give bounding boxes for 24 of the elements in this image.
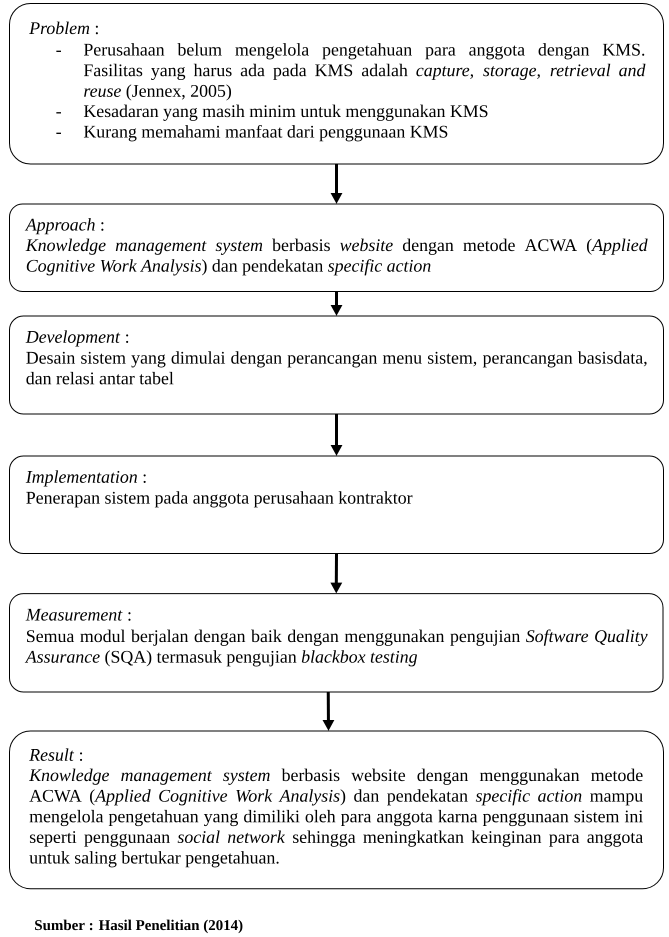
list-item: Perusahaan belum mengelola pengetahuan para anggota dengan KMS. Fasilitas yang harus ada pada KMS adalah capture, storage, retrieval and reuse (Jennex, 2005) [84,43,646,101]
step-description: Knowledge management system berbasis website dengan menggunakan metode ACWA (Applied Cognitive Work Analysis) dan pendekatan specific action mampu mengelola pengetahuan yang dimiliki oleh para anggota karna penggunaan sistem ini seperti penggunaan social network sehingga meningkatkan keinginan para anggota untuk saling bertukar pengetahuan. [29,768,643,868]
step-description: Penerapan sistem pada anggota perusahaan kontraktor [26,491,412,508]
step-heading: Development : [26,330,128,346]
step-box [9,456,664,554]
list-item: Kesadaran yang masih minim untuk menggunakan KMS [84,104,488,121]
step-description: Semua modul berjalan dengan baik dengan menggunakan pengujian Software Quality Assurance (SQA) termasuk pengujian blackbox testing [24,629,648,666]
step-box [9,3,664,164]
list-item: Kurang memahami manfaat dari penggunaan KMS [84,124,448,142]
list-dash: - [56,50,61,52]
step-box [9,593,664,692]
step-box [9,730,664,890]
step-description: Knowledge management system berbasis website dengan metode ACWA (Applied Cognitive Work Analysis) dan pendekatan specific action [26,238,648,276]
list-dash: - [56,132,61,134]
step-heading: Implementation : [26,470,146,486]
step-heading: Result : [29,748,82,761]
step-heading: Approach : [24,218,104,234]
step-heading: Problem : [29,22,98,34]
list-dash: - [56,112,61,114]
step-box [9,316,664,414]
source-caption: Sumber : Hasil Penelitian (2014) [35,920,242,934]
step-box [9,204,664,292]
step-description: Desain sistem yang dimulai dengan perancangan menu sistem, perancangan basisdata, dan relasi antar tabel [26,351,647,384]
step-heading: Measurement : [26,608,131,621]
